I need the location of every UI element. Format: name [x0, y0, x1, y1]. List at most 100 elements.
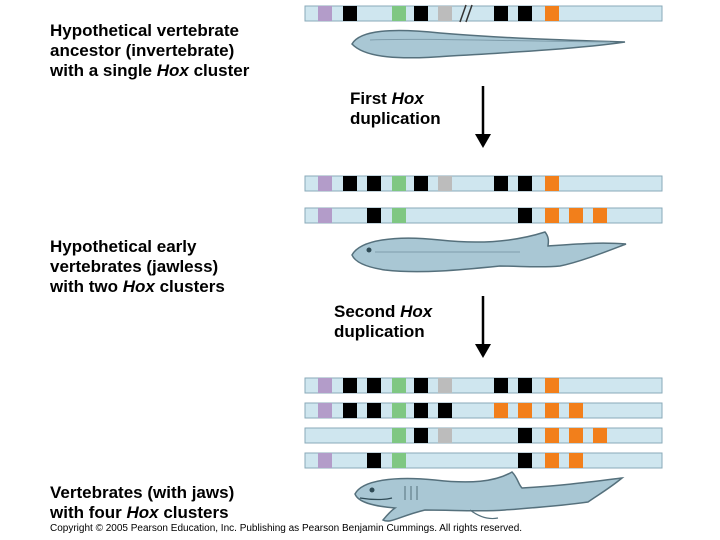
stage-ancestor-line2: ancestor (invertebrate) [50, 41, 235, 60]
fish-ancestor-icon [351, 29, 626, 59]
hox-cluster-row [304, 4, 663, 23]
hox-gene-orange [545, 403, 559, 418]
stage-jawless-label: Hypothetical early vertebrates (jawless)… [50, 237, 225, 297]
hox-gene-black [367, 378, 381, 393]
hox-gene-purple [318, 208, 332, 223]
duplication-2-pre: Second [334, 302, 401, 321]
hox-gene-green [392, 428, 406, 443]
chromosome-break-icon [459, 4, 473, 23]
hox-gene-black [438, 403, 452, 418]
stage-ancestor-label: Hypothetical vertebrate ancestor (invert… [50, 21, 249, 81]
hox-gene-orange [518, 403, 532, 418]
hox-gene-black [367, 208, 381, 223]
chromosome-bar [304, 427, 663, 444]
fish-jawed-eye-icon [369, 487, 375, 493]
hox-gene-green [392, 378, 406, 393]
hox-gene-black [414, 428, 428, 443]
hox-gene-black [518, 6, 532, 21]
stage-jawed-line2-pre: with four [50, 503, 127, 522]
duplication-1-line2: duplication [350, 109, 441, 128]
hox-gene-black [518, 378, 532, 393]
hox-gene-black [367, 176, 381, 191]
chromosome-bar [304, 452, 663, 469]
hox-gene-purple [318, 378, 332, 393]
hox-gene-orange [545, 428, 559, 443]
stage-jawed-label: Vertebrates (with jaws) with four Hox cl… [50, 483, 234, 523]
fish-jawed-icon [354, 471, 625, 522]
hox-cluster-row [304, 175, 663, 192]
hox-gene-green [392, 403, 406, 418]
hox-gene-green [392, 176, 406, 191]
hox-gene-black [518, 208, 532, 223]
chromosome-bar [304, 175, 663, 192]
hox-gene-orange [593, 208, 607, 223]
stage-jawless-line3-pre: with two [50, 277, 123, 296]
hox-cluster-row [304, 207, 663, 224]
stage-jawless-line2: vertebrates (jawless) [50, 257, 219, 276]
hox-gene-black [414, 6, 428, 21]
hox-gene-gray [438, 176, 452, 191]
hox-gene-orange [545, 208, 559, 223]
hox-gene-orange [569, 208, 583, 223]
chromosome-bar [304, 207, 663, 224]
stage-jawless-hox: Hox [122, 277, 155, 296]
stage-ancestor-line3-pre: with a single [50, 61, 157, 80]
fish-jawed-gills-icon [404, 486, 418, 500]
hox-gene-purple [318, 176, 332, 191]
hox-gene-black [367, 453, 381, 468]
hox-gene-orange [569, 428, 583, 443]
hox-gene-black [343, 176, 357, 191]
hox-gene-black [343, 6, 357, 21]
chromosome-bar [304, 402, 663, 419]
fish-jawless-icon [351, 231, 627, 273]
stage-jawless-line1: Hypothetical early [50, 237, 197, 256]
hox-gene-green [392, 208, 406, 223]
stage-ancestor-hox: Hox [156, 61, 189, 80]
hox-gene-orange [569, 403, 583, 418]
duplication-1-pre: First [350, 89, 392, 108]
hox-gene-black [518, 176, 532, 191]
chromosome-bar [304, 5, 663, 22]
stage-jawed-hox: Hox [126, 503, 159, 522]
hox-cluster-row [304, 427, 663, 444]
hox-gene-green [392, 453, 406, 468]
hox-gene-green [392, 6, 406, 21]
fish-jawed-mouth-icon [359, 497, 393, 501]
hox-gene-black [414, 403, 428, 418]
hox-gene-black [518, 453, 532, 468]
hox-gene-black [494, 378, 508, 393]
hox-gene-black [494, 6, 508, 21]
hox-gene-orange [545, 176, 559, 191]
duplication-1-hox: Hox [391, 89, 424, 108]
stage-ancestor-line3: with a single Hox cluster [50, 61, 249, 81]
hox-gene-purple [318, 403, 332, 418]
hox-gene-black [414, 176, 428, 191]
hox-gene-orange [593, 428, 607, 443]
hox-gene-black [343, 403, 357, 418]
hox-gene-orange [545, 453, 559, 468]
duplication-1-label: First Hox duplication [350, 89, 441, 129]
hox-gene-black [518, 428, 532, 443]
hox-gene-orange [545, 378, 559, 393]
copyright-notice: Copyright © 2005 Pearson Education, Inc.… [50, 523, 523, 534]
hox-gene-orange [545, 6, 559, 21]
stage-jawed-line2: with four Hox clusters [50, 503, 234, 523]
hox-gene-orange [569, 453, 583, 468]
stage-jawless-line3-post: clusters [154, 277, 225, 296]
hox-cluster-row [304, 402, 663, 419]
hox-gene-orange [494, 403, 508, 418]
hox-gene-gray [438, 6, 452, 21]
duplication-1-arrow [475, 86, 491, 148]
stage-jawed-line2-post: clusters [158, 503, 229, 522]
stage-jawless-line3: with two Hox clusters [50, 277, 225, 297]
hox-gene-purple [318, 6, 332, 21]
hox-gene-black [494, 176, 508, 191]
hox-cluster-row [304, 452, 663, 469]
fish-jawless-eye-icon [366, 247, 372, 253]
hox-cluster-rows [304, 4, 663, 469]
stage-ancestor-line1: Hypothetical vertebrate [50, 21, 239, 40]
hox-gene-black [343, 378, 357, 393]
stage-jawed-line1: Vertebrates (with jaws) [50, 483, 235, 502]
chromosome-bar [304, 377, 663, 394]
